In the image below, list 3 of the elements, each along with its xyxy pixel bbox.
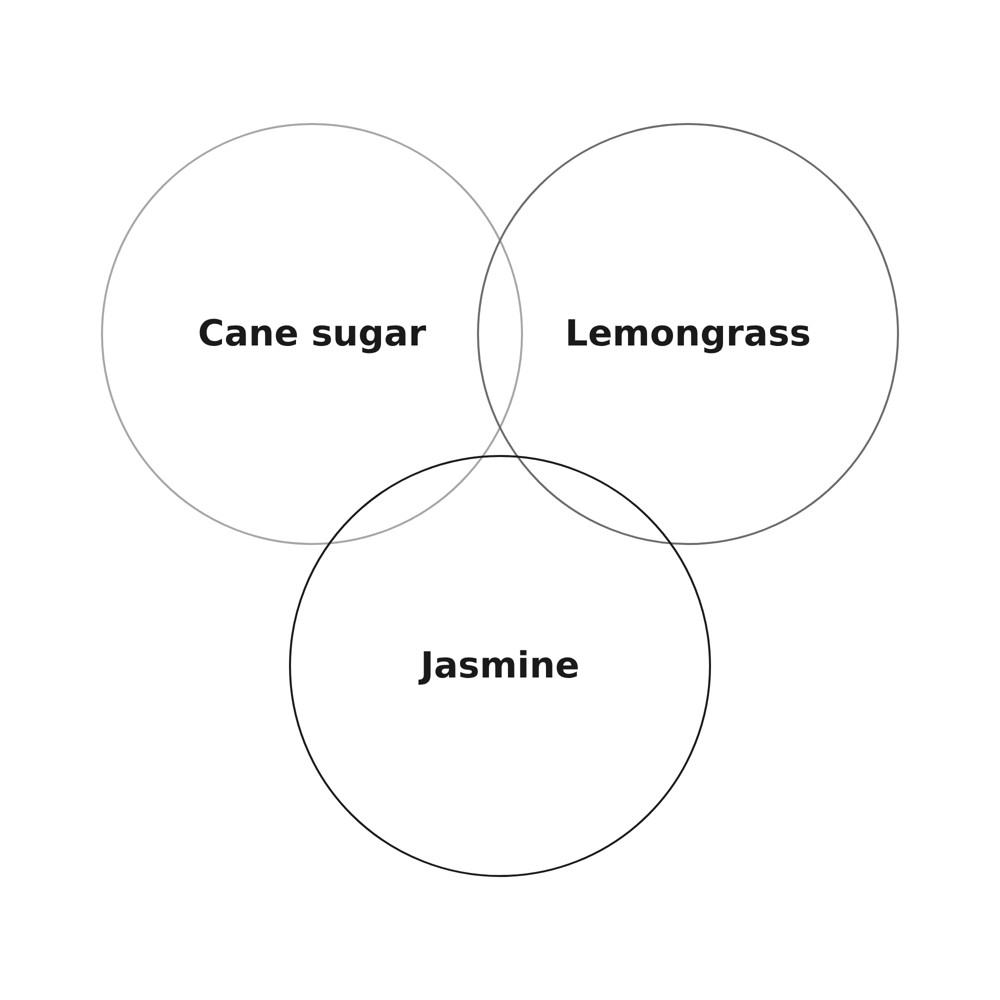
set-label: Lemongrass: [565, 314, 811, 354]
set-label: Jasmine: [420, 646, 580, 686]
set-label: Cane sugar: [198, 314, 426, 354]
